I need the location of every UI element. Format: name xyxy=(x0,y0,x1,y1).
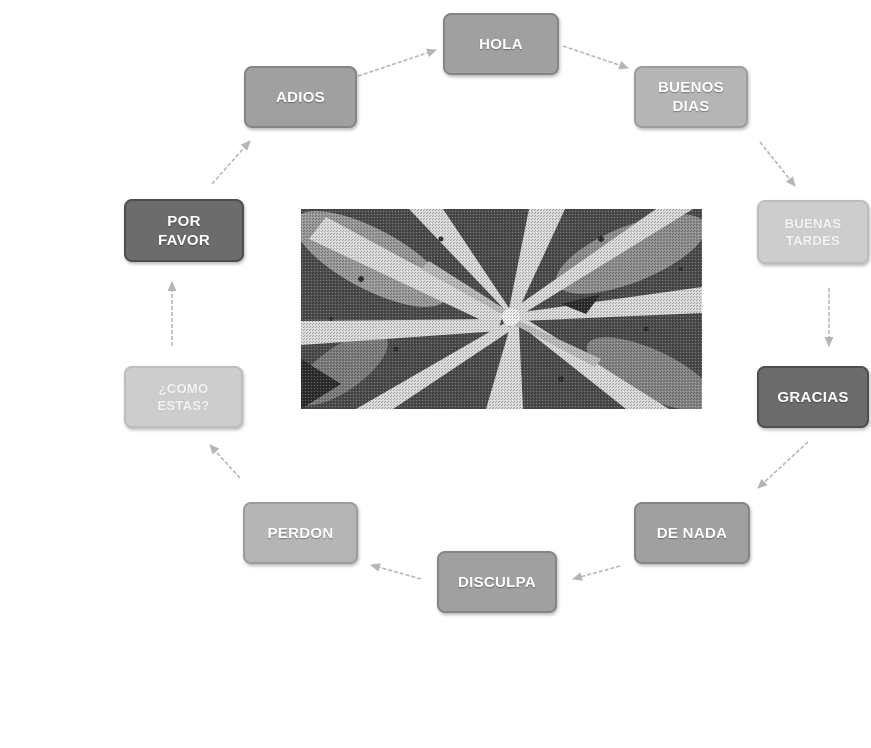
node-label: HOLA xyxy=(479,35,523,53)
node-label: DISCULPA xyxy=(458,573,536,591)
arrow-disculpa-to-perdon xyxy=(369,563,422,580)
node-buenos-dias: BUENOS DIAS xyxy=(634,66,748,128)
arrow-perdon-to-como-estas xyxy=(209,444,241,479)
arrow-adios-to-hola xyxy=(357,48,438,77)
node-label: TARDES xyxy=(785,233,841,248)
node-perdon: PERDON xyxy=(243,502,358,564)
arrow-buenos-dias-to-buenas-tardes xyxy=(759,141,796,187)
node-disculpa: DISCULPA xyxy=(437,551,557,613)
node-label: DIAS xyxy=(672,98,710,115)
node-hola: HOLA xyxy=(443,13,559,75)
node-por-favor: POR FAVOR xyxy=(124,199,244,262)
node-label: FAVOR xyxy=(157,231,211,249)
node-label: GRACIAS xyxy=(777,388,849,406)
node-label: BUENAS xyxy=(784,216,842,231)
node-adios: ADIOS xyxy=(244,66,357,128)
node-label: PERDON xyxy=(267,524,334,542)
node-como-estas: ¿COMO ESTAS? xyxy=(124,366,243,428)
arrow-gracias-to-de-nada xyxy=(757,441,809,489)
node-buenas-tardes: BUENAS TARDES xyxy=(757,200,869,264)
node-label: ADIOS xyxy=(275,88,325,106)
agave-plant-photo xyxy=(301,209,702,409)
arrow-por-favor-to-adios xyxy=(211,140,251,185)
node-label: DE NADA xyxy=(656,524,728,542)
node-label: ¿COMO xyxy=(158,381,209,396)
node-de-nada: DE NADA xyxy=(634,502,750,564)
node-label: BUENOS xyxy=(658,79,724,96)
arrow-hola-to-buenos-dias xyxy=(562,45,630,70)
node-label: POR xyxy=(167,212,201,230)
node-gracias: GRACIAS xyxy=(757,366,869,428)
node-label: ESTAS? xyxy=(157,398,210,413)
arrow-de-nada-to-disculpa xyxy=(571,565,621,581)
